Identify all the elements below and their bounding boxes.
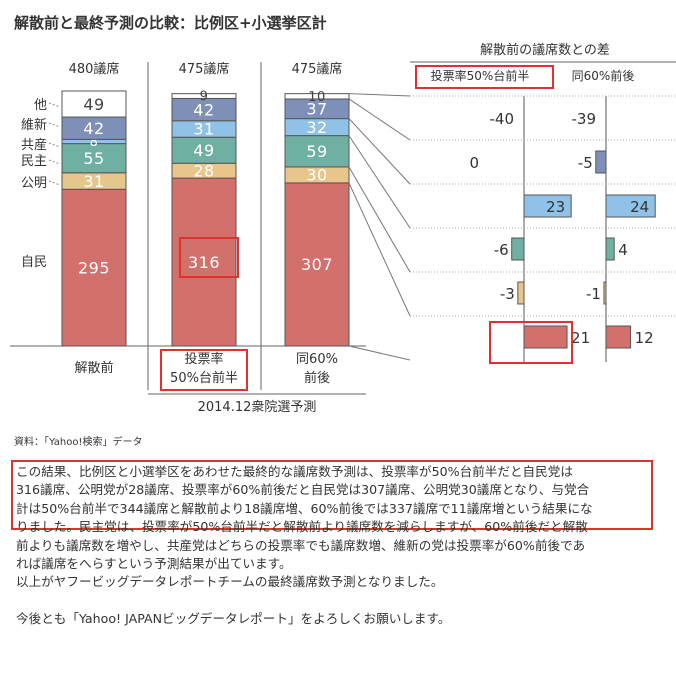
data-label: 37 [306,100,327,119]
category-label: 前後 [304,370,330,386]
data-label: 32 [306,118,327,137]
data-label: 8 [90,135,99,150]
paragraph-line: りました。民主党は、投票率が50%台前半だと解散前より議席数を減らしますが、60… [16,519,588,535]
series-label: 維新 [21,117,47,133]
diff-value-label: 0 [469,154,479,172]
category-label: 同60% [296,352,338,367]
leader-line [48,159,61,165]
data-label: 31 [83,172,104,191]
diff-value-label: 24 [630,198,649,216]
total-label: 480議席 [69,61,120,77]
diff-value-label: 4 [618,241,628,259]
data-label: 59 [306,142,327,161]
diff-bar-民主 [511,237,525,261]
data-label: 49 [83,95,104,114]
diff-value-label: -39 [572,110,597,128]
leader-line [48,180,61,186]
connector-line [348,118,411,185]
highlight-box [11,460,653,530]
bar-segment-自民 [284,182,350,347]
leader-line [48,102,61,108]
paragraph-line: この結果、比例区と小選挙区をあわせた最終的な議席数予測は、投票率が50%台前半だ… [16,464,573,479]
data-label: 295 [78,258,110,277]
series-label: 他 [34,98,47,113]
diff-column-header: 同60%前後 [572,68,635,83]
leader-line [48,122,61,128]
paragraph-line: 計は50%台前半で344議席と解散前より18議席増、60%前後では337議席で1… [16,500,593,516]
data-label: 307 [301,255,333,274]
data-label: 42 [83,119,104,138]
diff-bar-民主 [605,237,615,261]
category-label: 解散前 [74,360,113,376]
diff-value-label: -1 [586,285,601,303]
category-label: 投票率 [184,351,223,367]
seat-comparison-chart: 解散前と最終予測の比較：比例区+小選挙区計 295315584249480議席3… [10,14,676,415]
connector-line [348,98,411,141]
chart-title: 解散前と最終予測の比較：比例区+小選挙区計 [14,14,327,32]
diff-bar-共産 [605,194,656,218]
paragraph-line: 以上がヤフービッグデータレポートチームの最終議席数予測となりました。 [16,574,444,590]
diff-highlight-box [489,321,573,364]
diff-title: 解散前の議席数との差 [480,42,610,58]
group-label: 2014.12衆院選予測 [198,399,317,415]
diff-value-label: -40 [490,110,515,128]
column-header-highlight [415,65,554,89]
diff-bar-自民 [523,325,568,349]
source-note: 資料：「Yahoo!検索」データ [14,437,143,448]
bar-segment-民主 [61,143,127,174]
bar-segment-自民 [61,188,127,347]
category-highlight-box [160,349,248,391]
connector-line [348,93,411,97]
diff-bar-公明 [517,281,525,305]
paragraph-line: 316議席、公明党が28議席、投票率が60%前後だと自民党は307議席、公明党3… [16,482,590,498]
paragraph-line: れば議席をへらすという予測結果が出ています。 [16,556,292,572]
data-label: 28 [193,161,214,180]
data-label: 42 [193,100,214,119]
diff-value-label: -5 [578,154,593,172]
diff-bar-維新 [595,150,607,174]
series-label: 民主 [21,154,47,169]
connector-line [348,345,411,361]
data-label: 55 [83,149,104,168]
data-label: 10 [308,90,326,105]
data-label: 49 [193,141,214,160]
connector-line [348,166,411,273]
series-label: 自民 [21,255,47,270]
series-label: 公明 [21,176,47,191]
paragraph-line: 前よりも議席数を増やし、共産党はどちらの投票率でも議席数増、維新の党は投票率が6… [16,537,586,553]
series-label: 共産 [21,137,47,153]
bar-segment-他 [284,93,350,100]
report-text: この結果、比例区と小選挙区をあわせた最終的な議席数予測は、投票率が50%台前半だ… [16,463,656,629]
diff-bar-共産 [523,194,572,218]
diff-value-label: -3 [500,285,515,303]
diff-value-label: 23 [546,198,565,216]
bar-segment-自民 [171,177,237,347]
total-label: 475議席 [292,61,343,77]
connector-line [348,182,411,317]
diff-column-header: 投票率50%台前半 [431,68,530,83]
diff-bar-公明 [603,281,607,305]
paragraph-line: 今後とも「Yahoo! JAPANビッグデータレポート」をよろしくお願いします。 [16,611,451,627]
bar-segment-民主 [171,136,237,164]
diff-value-label: 12 [635,329,654,347]
diff-bar-自民 [605,325,632,349]
data-label: 9 [200,90,209,105]
bar-segment-他 [171,93,237,99]
leader-line [48,142,61,148]
category-label: 50%台前半 [170,370,238,386]
bar-segment-他 [61,90,127,118]
data-label: 316 [188,253,220,272]
diff-value-label: 21 [571,329,590,347]
diff-value-label: -6 [494,241,509,259]
connector-line [348,135,411,229]
data-label: 30 [306,166,327,185]
data-label: 31 [193,120,214,139]
total-label: 475議席 [179,61,230,77]
bar-highlight-box [179,237,239,278]
